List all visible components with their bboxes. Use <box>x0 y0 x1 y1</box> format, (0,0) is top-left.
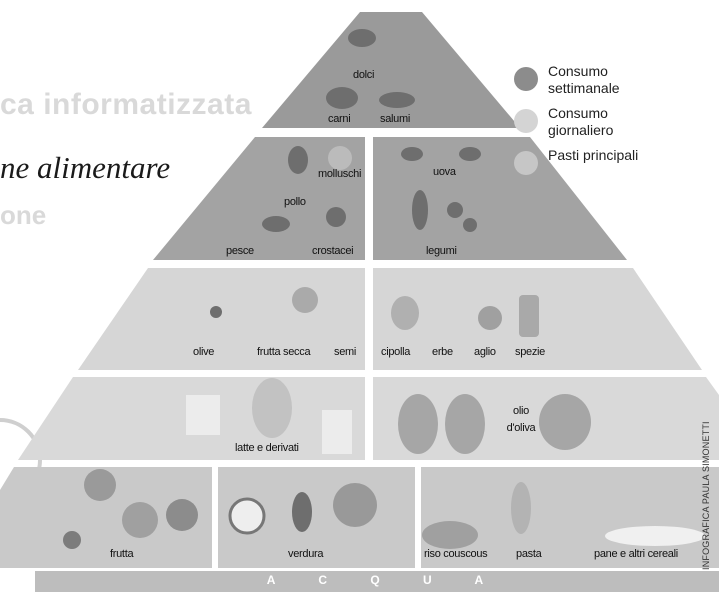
label-dolci: dolci <box>353 69 375 81</box>
label-pollo: pollo <box>284 196 306 208</box>
water-base-strip <box>35 571 719 592</box>
label-carni: carni <box>328 113 351 125</box>
credit-text: INFOGRAFICA PAULA SIMONETTI <box>701 421 711 570</box>
label-pasta: pasta <box>516 548 542 560</box>
label-uova: uova <box>433 166 456 178</box>
label-molluschi: molluschi <box>318 168 362 180</box>
label-frutta: frutta <box>110 548 134 560</box>
label-olive: olive <box>193 346 215 358</box>
label-latte-e-derivati: latte e derivati <box>235 442 299 454</box>
legend-label-meals: Pasti principali <box>548 147 639 163</box>
background-third-fragment: one <box>0 200 47 230</box>
legend-label-daily: Consumo giornaliero <box>548 105 614 138</box>
label-cipolla: cipolla <box>381 346 411 358</box>
tier-meals-fruit <box>0 467 212 568</box>
label-erbe: erbe <box>432 346 453 358</box>
legend-item-meals: Pasti principali <box>514 147 714 175</box>
food-illustrations <box>63 29 705 549</box>
legend-label-weekly: Consumo settimanale <box>548 63 620 96</box>
legend-swatch-daily <box>514 109 538 133</box>
legend-swatch-weekly <box>514 67 538 91</box>
legend-item-daily: Consumo giornaliero <box>514 105 714 139</box>
legend: Consumo settimanale Consumo giornaliero … <box>514 63 714 183</box>
label-semi: semi <box>334 346 357 358</box>
label-olio-d-oliva: olio d'oliva <box>506 405 536 434</box>
legend-swatch-meals <box>514 151 538 175</box>
label-crostacei: crostacei <box>312 245 354 257</box>
label-acqua: A C Q U A <box>266 573 504 587</box>
tier-daily-left <box>78 268 365 370</box>
legend-item-weekly: Consumo settimanale <box>514 63 714 97</box>
tier-weekly-protein-left <box>153 137 365 260</box>
background-subtitle-fragment: ne alimentare <box>0 150 171 185</box>
credit: INFOGRAFICA PAULA SIMONETTI <box>701 300 715 570</box>
tier-weekly-top <box>262 12 520 128</box>
label-aglio: aglio <box>474 346 496 358</box>
label-frutta-secca: frutta secca <box>257 346 311 358</box>
tier-weekly-protein-right <box>373 137 627 260</box>
label-riso-couscous: riso couscous <box>424 548 488 560</box>
label-spezie: spezie <box>515 346 545 358</box>
label-salumi: salumi <box>380 113 410 125</box>
label-pesce: pesce <box>226 245 254 257</box>
background-title-fragment: ca informatizzata <box>0 88 252 121</box>
label-legumi: legumi <box>426 245 457 257</box>
label-pane-e-altri-cereali: pane e altri cereali <box>594 548 678 560</box>
label-verdura: verdura <box>288 548 324 560</box>
